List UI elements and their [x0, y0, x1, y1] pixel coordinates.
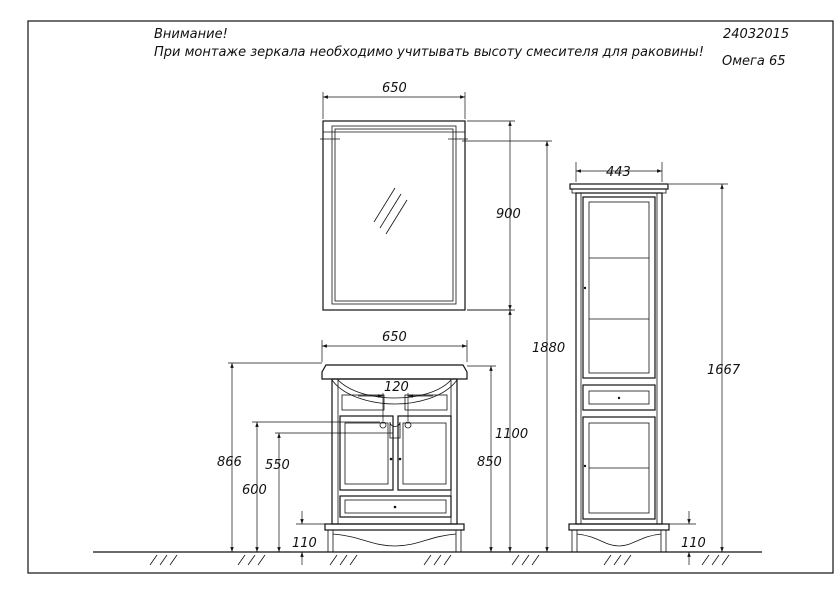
dim-mirror-height: 900	[467, 120, 521, 311]
dim-leg-height-left: 110	[292, 511, 325, 565]
warning-title: Внимание!	[154, 27, 228, 42]
dim-mirror-bottom-height: 1100	[467, 309, 528, 552]
dim-cabinet-top-height: 850	[467, 365, 502, 552]
dim-drain-height: 600	[242, 421, 380, 552]
dim-pencase-width: 443	[575, 162, 663, 182]
dim-mirror-height-label: 900	[496, 207, 521, 222]
mirror	[320, 120, 468, 311]
dim-leg-height-right-label: 110	[681, 536, 706, 551]
dim-mirror-top-height: 1880	[462, 140, 565, 552]
dim-cabinet-top-height-label: 850	[477, 455, 502, 470]
vanity-cabinet	[321, 364, 468, 552]
dim-mirror-bottom-height-label: 1100	[495, 427, 528, 442]
dim-basin-height-label: 866	[217, 455, 242, 470]
sheet-frame	[27, 20, 834, 574]
dim-mirror-width-label: 650	[382, 81, 407, 96]
dim-pencase-height: 1667	[669, 183, 741, 552]
dim-faucet-spacing-label: 120	[384, 380, 409, 395]
dim-mirror-top-height-label: 1880	[532, 341, 565, 356]
dim-pencase-height-label: 1667	[707, 363, 741, 378]
doc-code: 24032015	[723, 27, 789, 42]
model-name: Омега 65	[722, 54, 786, 69]
dim-leg-height-left-label: 110	[292, 536, 317, 551]
dim-tap-height: 550	[265, 432, 393, 552]
dim-cabinet-width-label: 650	[382, 330, 407, 345]
dim-drain-height-label: 600	[242, 483, 267, 498]
dim-pencase-width-label: 443	[606, 165, 631, 180]
dim-faucet-spacing: 120	[358, 380, 433, 421]
dim-basin-height: 866	[217, 362, 322, 552]
dim-leg-height-right: 110	[669, 511, 706, 565]
floor	[93, 551, 762, 566]
dim-tap-height-label: 550	[265, 458, 290, 473]
pencase	[568, 183, 670, 552]
dim-mirror-width: 650	[322, 81, 466, 119]
warning-text: При монтаже зеркала необходимо учитывать…	[154, 45, 704, 60]
dim-cabinet-width: 650	[321, 330, 468, 362]
